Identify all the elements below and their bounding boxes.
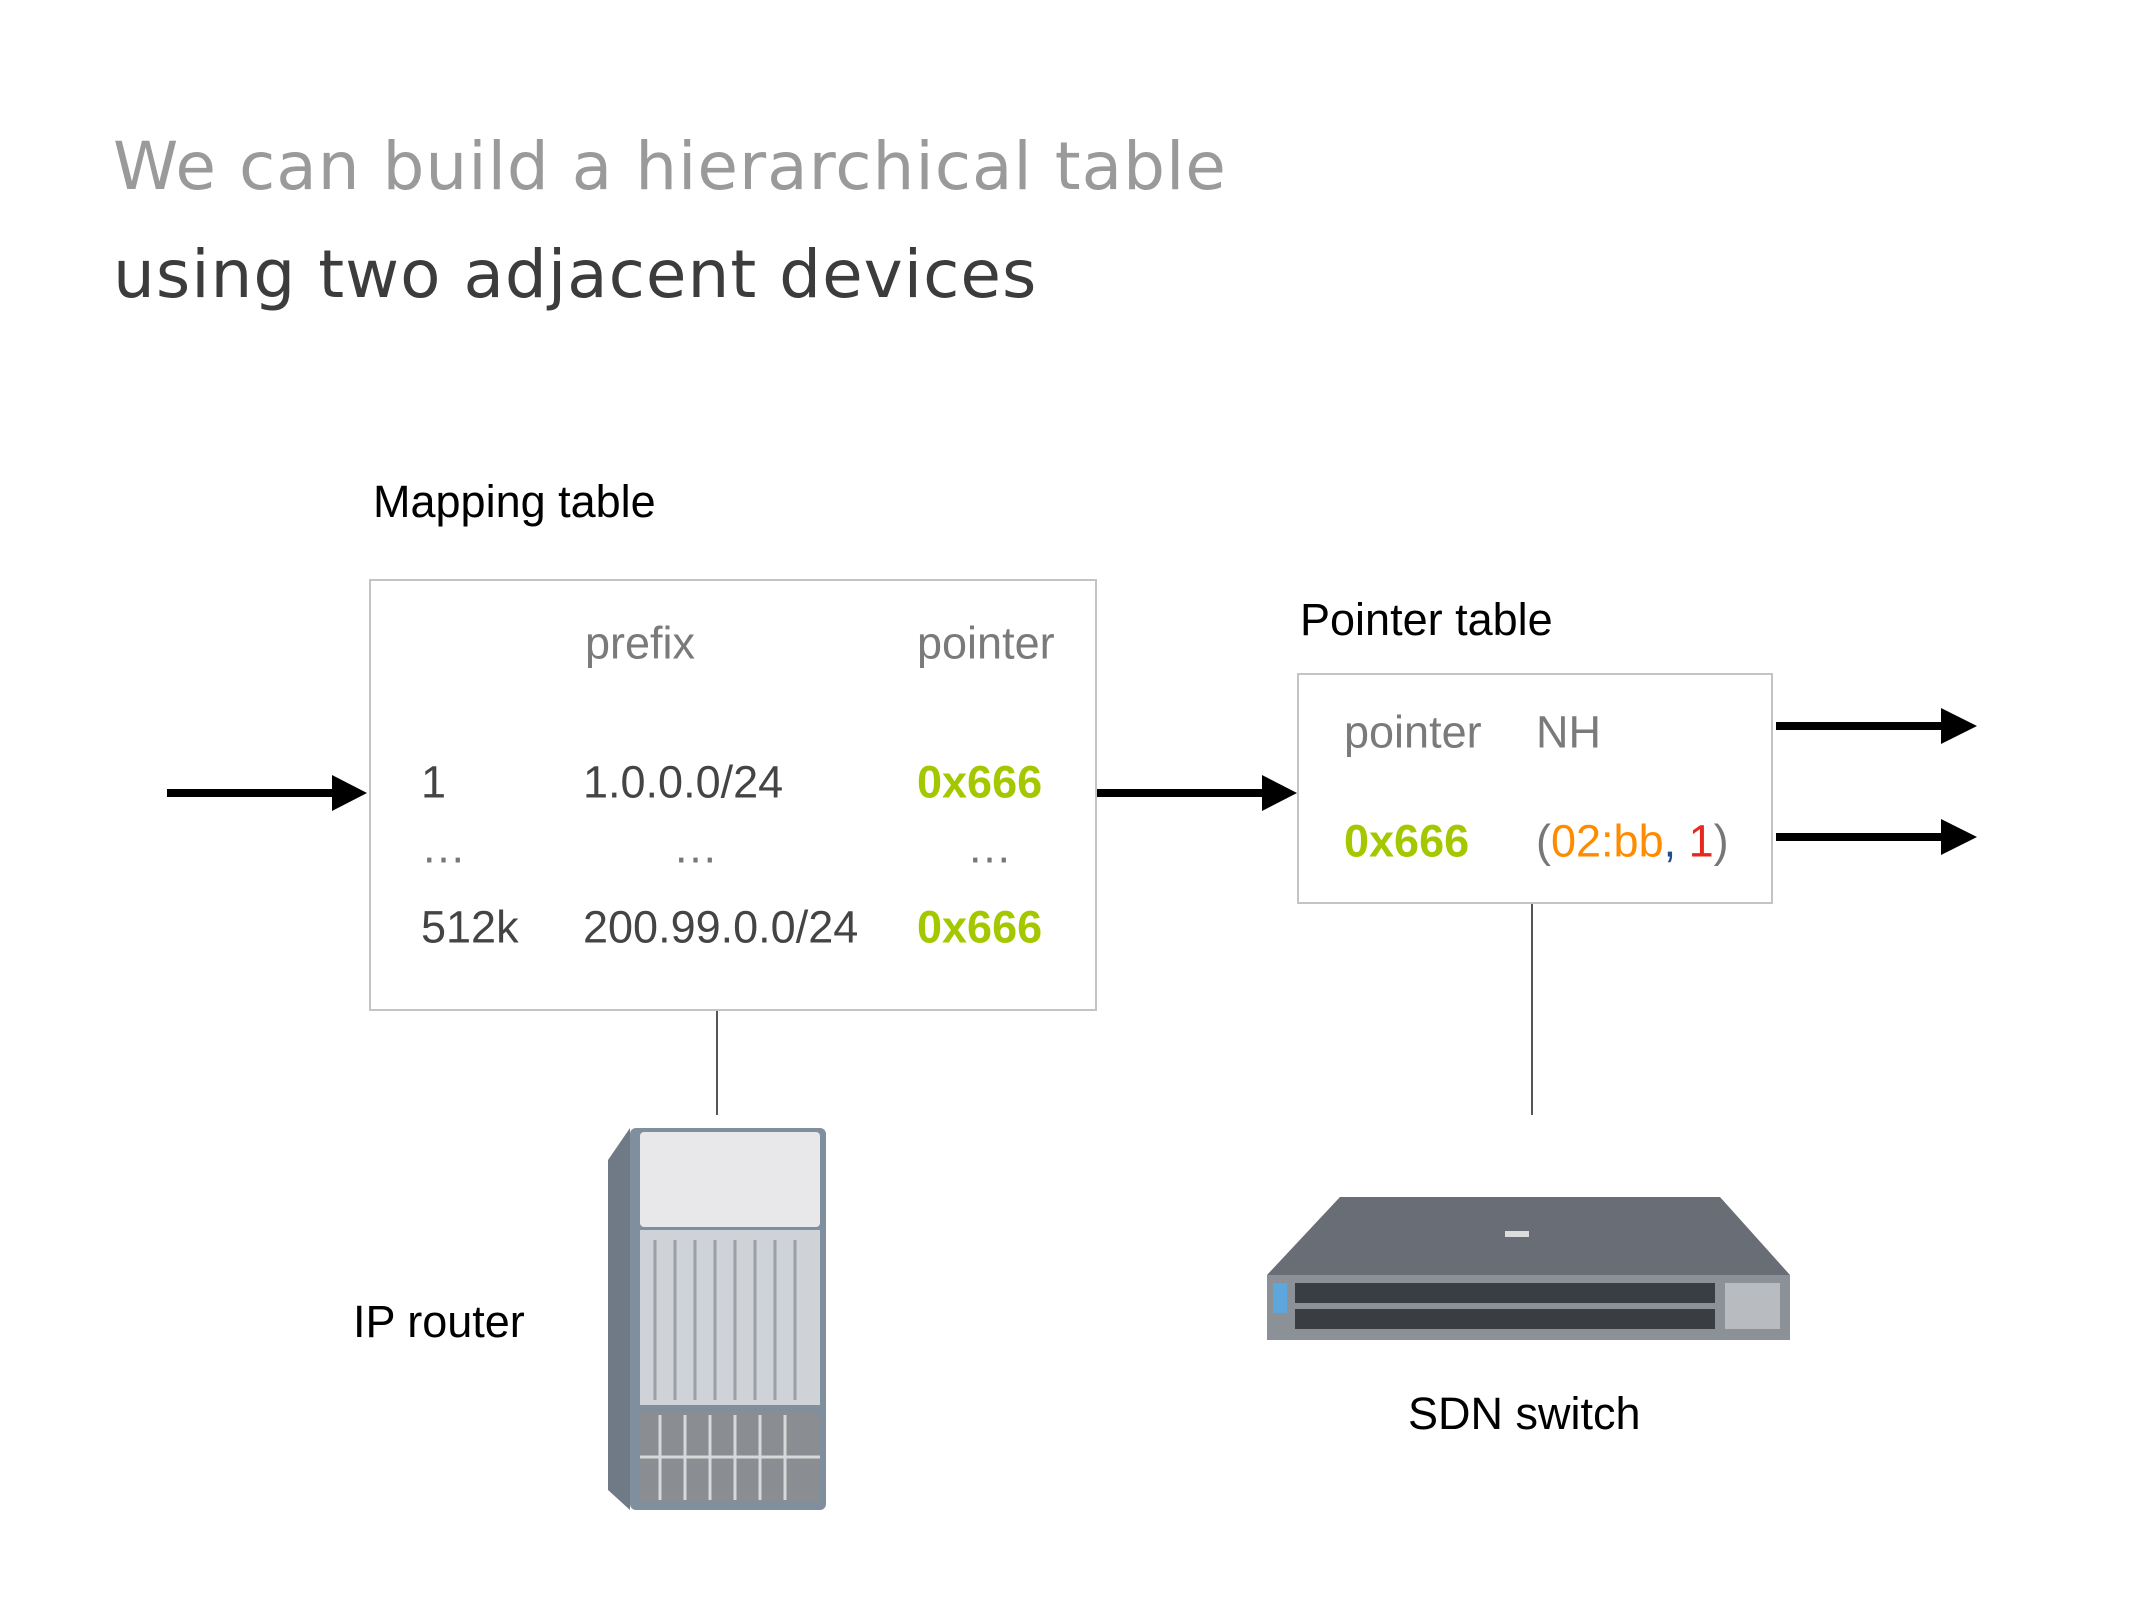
nh-mac: 02:bb (1551, 815, 1664, 867)
row-ellipsis: … (673, 821, 718, 873)
switch-connector-line (1531, 904, 1533, 1115)
nh-separator: , (1663, 815, 1689, 867)
router-image (608, 1128, 826, 1510)
row-next-hop: (02:bb, 1) (1536, 819, 1729, 864)
header-pointer: pointer (917, 617, 1055, 669)
slide-title-line1: We can build a hierarchical table (113, 128, 1227, 205)
header-pointer: pointer (1344, 706, 1482, 758)
router-connector-line (716, 1011, 718, 1115)
row-pointer: 0x666 (917, 756, 1043, 808)
router-label: IP router (353, 1296, 525, 1347)
nh-port: 1 (1688, 815, 1714, 867)
mapping-table: prefix pointer 1 1.0.0.0/24 0x666 … … … … (369, 579, 1097, 1011)
row-prefix: 200.99.0.0/24 (583, 901, 859, 953)
row-pointer: 0x666 (1344, 815, 1470, 867)
header-prefix: prefix (585, 617, 696, 669)
row-index: 1 (421, 756, 447, 808)
input-arrow-icon (167, 775, 367, 811)
switch-image (1267, 1197, 1790, 1340)
output-arrow-icon (1776, 708, 1977, 744)
row-ellipsis: … (421, 821, 466, 873)
switch-label: SDN switch (1408, 1388, 1641, 1439)
middle-arrow-icon (1097, 775, 1297, 811)
row-index: 512k (421, 901, 519, 953)
mapping-table-label: Mapping table (373, 476, 656, 527)
row-prefix: 1.0.0.0/24 (583, 756, 784, 808)
pointer-table: pointer NH 0x666 (02:bb, 1) (1297, 673, 1773, 904)
paren-open: ( (1536, 815, 1551, 867)
header-nh: NH (1536, 706, 1601, 758)
pointer-table-label: Pointer table (1300, 594, 1553, 645)
row-ellipsis: … (967, 821, 1012, 873)
paren-close: ) (1713, 815, 1729, 867)
output-arrow-icon (1776, 819, 1977, 855)
row-pointer: 0x666 (917, 901, 1043, 953)
slide-title-line2: using two adjacent devices (113, 236, 1038, 313)
